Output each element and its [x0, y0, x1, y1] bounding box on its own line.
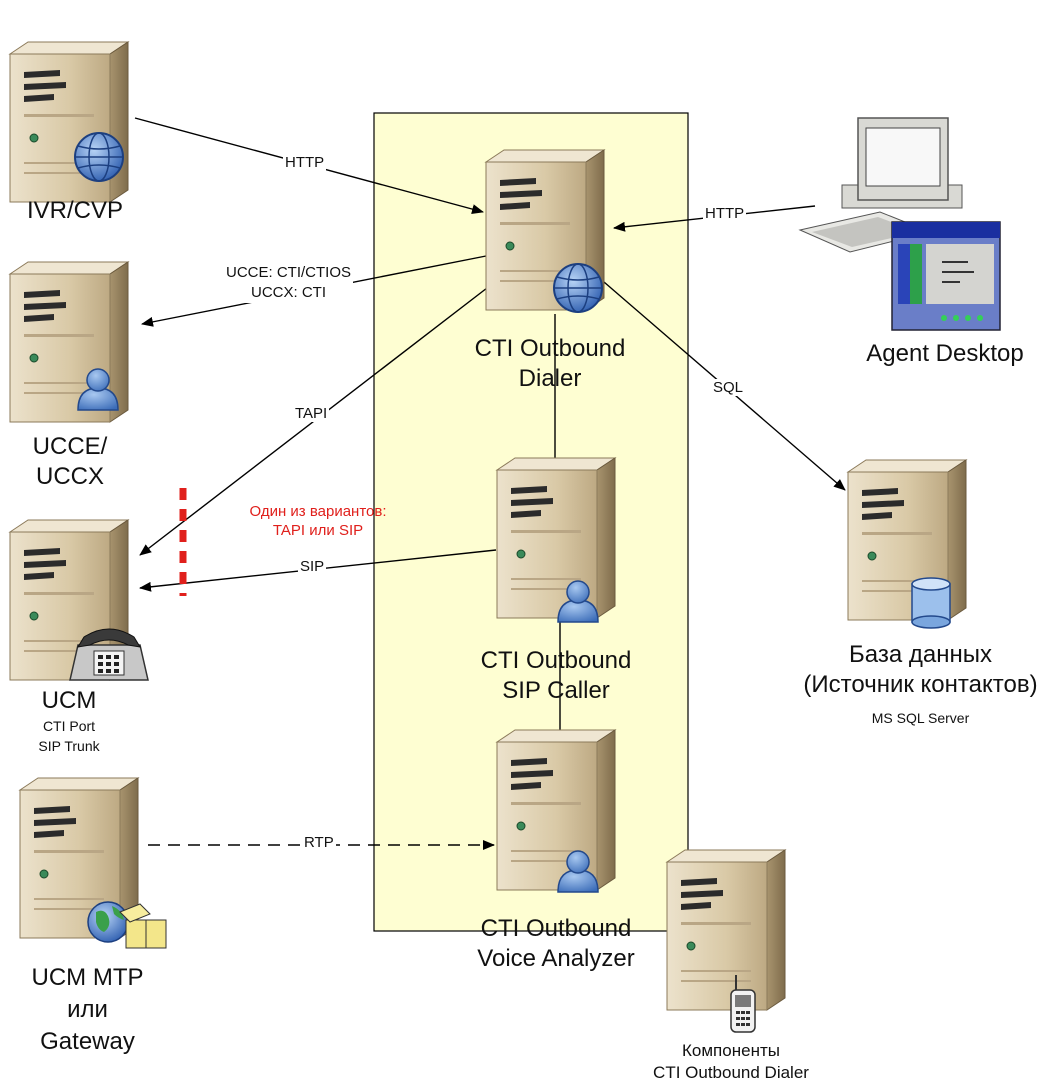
alternative-note-line1: Один из вариантов: — [249, 503, 387, 520]
mtp-label-line1: UCM MTP — [31, 964, 144, 991]
edge-label-tapi: TAPI — [293, 405, 330, 422]
legend-label-line1: Компоненты — [682, 1041, 780, 1060]
network-icon — [87, 901, 167, 949]
voice-analyzer-label-line1: CTI Outbound — [480, 915, 632, 942]
legend-label-line2: CTI Outbound Dialer — [653, 1063, 809, 1082]
database-label-block: База данных (Источник контактов) MS SQL … — [788, 640, 1053, 728]
alternative-note-line2: TAPI или SIP — [272, 522, 364, 539]
ivr-label: IVR/CVP — [26, 197, 124, 224]
ucce-label-line2: UCCX — [35, 463, 104, 490]
edge-label-ucce-line1: UCCE: CTI/CTIOS — [226, 264, 352, 281]
ucm-label-block: UCM CTI Port SIP Trunk — [14, 686, 124, 756]
database-icon — [911, 577, 951, 629]
edge-label-sip: SIP — [298, 558, 327, 575]
agent-desktop-label: Agent Desktop — [866, 340, 1024, 367]
dialer-label: CTI Outbound Dialer — [440, 334, 660, 394]
voice-analyzer-label-line2: Voice Analyzer — [477, 945, 635, 972]
edge-label-ivr-http: HTTP — [283, 154, 327, 171]
ucce-label-line1: UCCE/ — [32, 433, 108, 460]
ucce-label: UCCE/ UCCX — [10, 432, 130, 492]
database-label-line2: (Источник контактов) — [803, 671, 1038, 698]
server-sip-caller — [496, 457, 616, 619]
edge-label-agent-http: HTTP — [703, 205, 747, 222]
sip-caller-label: CTI Outbound SIP Caller — [446, 646, 666, 706]
database-sublabel: MS SQL Server — [871, 710, 970, 726]
edge-label-ucce: UCCE: CTI/CTIOS UCCX: CTI — [224, 263, 354, 303]
mtp-label-line3: Gateway — [40, 1028, 135, 1055]
sip-caller-label-line1: CTI Outbound — [480, 647, 632, 674]
mobile-phone-icon — [730, 975, 756, 1033]
agent-desktop-icon — [798, 117, 1001, 331]
edge-label-rtp: RTP — [302, 834, 336, 851]
dialer-label-line1: CTI Outbound — [474, 335, 626, 362]
edge-label-ucce-line2: UCCX: CTI — [251, 284, 326, 301]
globe-icon — [553, 263, 603, 313]
edge-label-sql: SQL — [711, 379, 746, 396]
mtp-label-line2: или — [67, 996, 108, 1023]
database-label-line1: База данных — [849, 641, 992, 668]
ucm-sublabel-sip-trunk: SIP Trunk — [38, 738, 100, 754]
globe-icon — [74, 132, 124, 182]
voice-analyzer-label: CTI Outbound Voice Analyzer — [446, 914, 666, 974]
sip-caller-label-line2: SIP Caller — [502, 677, 610, 704]
ucm-sublabel-cti-port: CTI Port — [42, 718, 96, 734]
dialer-label-line2: Dialer — [518, 365, 582, 392]
server-voice-analyzer — [496, 729, 616, 891]
mtp-label: UCM MTP или Gateway — [0, 962, 175, 1058]
legend-label: Компоненты CTI Outbound Dialer — [606, 1040, 856, 1084]
alternative-note: Один из вариантов: TAPI или SIP — [218, 502, 418, 540]
phone-icon — [69, 628, 149, 681]
server-legend — [666, 849, 786, 1011]
ucm-label: UCM — [41, 687, 97, 714]
